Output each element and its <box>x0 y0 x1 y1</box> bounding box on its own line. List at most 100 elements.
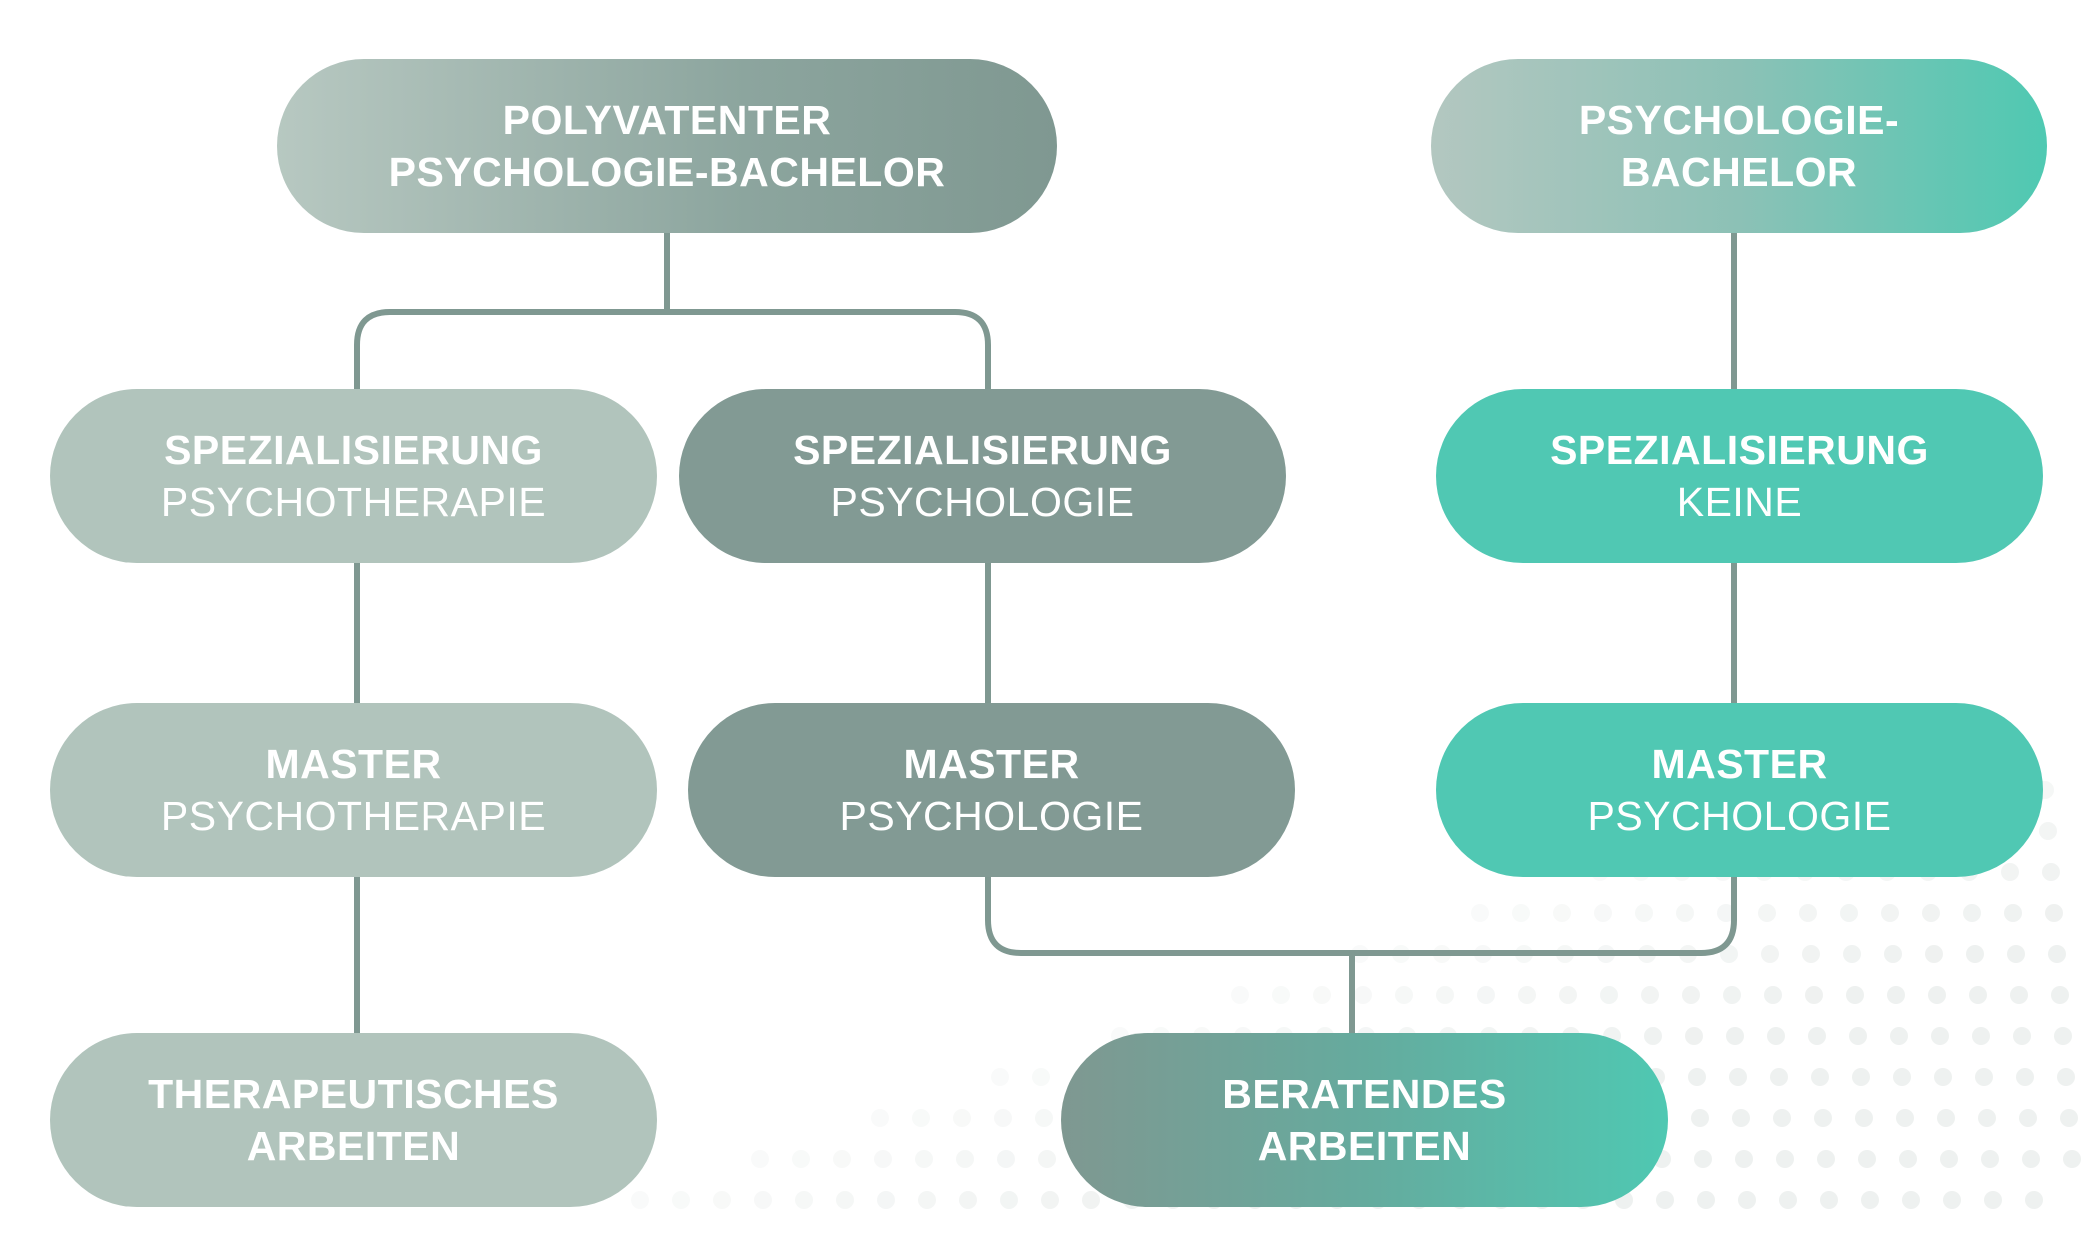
decor-dot <box>1811 1068 1829 1086</box>
decor-dot <box>994 1109 1012 1127</box>
node-line-1: MASTER <box>903 741 1080 787</box>
node-line-2: PSYCHOTHERAPIE <box>160 479 547 525</box>
node-line-2: PSYCHOLOGIE <box>839 793 1144 839</box>
node-line-1: MASTER <box>1651 741 1828 787</box>
node-line-1: MASTER <box>265 741 442 787</box>
decor-dot <box>1600 986 1618 1004</box>
decor-dot <box>1738 1191 1756 1209</box>
decor-dot <box>1779 1191 1797 1209</box>
decor-dot <box>1814 1109 1832 1127</box>
node-spezialisierung-keine: SPEZIALISIERUNG KEINE <box>1436 389 2043 563</box>
decor-dot <box>915 1150 933 1168</box>
decor-dot <box>2001 863 2019 881</box>
decor-dot <box>672 1191 690 1209</box>
decor-dot <box>1685 1027 1703 1045</box>
decor-dot <box>1925 945 1943 963</box>
decor-dot <box>1884 945 1902 963</box>
decor-dot <box>1770 1068 1788 1086</box>
decor-dot <box>1761 945 1779 963</box>
decor-dot <box>1354 986 1372 1004</box>
decor-dot <box>1969 986 1987 1004</box>
decor-dot <box>1861 1191 1879 1209</box>
decor-dot <box>1984 1191 2002 1209</box>
decor-dot <box>959 1191 977 1209</box>
decor-dot <box>1896 1109 1914 1127</box>
decor-dot <box>1820 1191 1838 1209</box>
decor-dot <box>1635 904 1653 922</box>
decor-dot <box>1691 1109 1709 1127</box>
decor-dot <box>1943 1191 1961 1209</box>
decor-dot <box>1855 1109 1873 1127</box>
decor-dot <box>1436 986 1454 1004</box>
decor-dot <box>991 1068 1009 1086</box>
decor-dot <box>2010 986 2028 1004</box>
decor-dot <box>1966 945 1984 963</box>
node-line-2: BACHELOR <box>1620 149 1858 195</box>
decor-dot <box>2054 1027 2072 1045</box>
node-spezialisierung-psychologie: SPEZIALISIERUNG PSYCHOLOGIE <box>679 389 1286 563</box>
decor-dot <box>2022 1150 2040 1168</box>
node-beratendes-arbeiten: BERATENDES ARBEITEN <box>1061 1033 1668 1207</box>
decor-dot <box>2048 945 2066 963</box>
decor-dot <box>1846 986 1864 1004</box>
decor-dot <box>1732 1109 1750 1127</box>
decor-dot <box>1729 1068 1747 1086</box>
decor-dot <box>1688 1068 1706 1086</box>
decor-dot <box>1723 986 1741 1004</box>
node-master-psychologie: MASTER PSYCHOLOGIE <box>688 703 1295 877</box>
decor-dot <box>874 1150 892 1168</box>
decor-dot <box>1858 1150 1876 1168</box>
node-line-2: ARBEITEN <box>246 1123 461 1169</box>
decor-dot <box>2016 1068 2034 1086</box>
decor-dot <box>1694 1150 1712 1168</box>
decor-dot <box>1852 1068 1870 1086</box>
decor-dot <box>1767 1027 1785 1045</box>
decor-dot <box>1559 986 1577 1004</box>
decor-dot <box>1641 986 1659 1004</box>
node-line-2: PSYCHOLOGIE <box>1587 793 1892 839</box>
decor-dot <box>1231 986 1249 1004</box>
connector-merge-to-berat <box>985 874 1737 956</box>
decor-dot <box>1764 986 1782 1004</box>
decor-dot <box>1082 1191 1100 1209</box>
connector-poly-branch <box>354 309 991 392</box>
decor-dot <box>1978 1109 1996 1127</box>
decor-dot <box>1899 1150 1917 1168</box>
decor-dot <box>956 1150 974 1168</box>
decor-dot <box>2025 1191 2043 1209</box>
decor-dot <box>2039 822 2057 840</box>
decor-dot <box>877 1191 895 1209</box>
decor-dot <box>1972 1027 1990 1045</box>
node-line-2: PSYCHOLOGIE-BACHELOR <box>388 149 946 195</box>
decor-dot <box>1518 986 1536 1004</box>
node-line-1: SPEZIALISIERUNG <box>793 427 1172 473</box>
node-line-2: KEINE <box>1676 479 1803 525</box>
node-master-psychologie-teal: MASTER PSYCHOLOGIE <box>1436 703 2043 877</box>
node-psychologie-bachelor: PSYCHOLOGIE- BACHELOR <box>1431 59 2047 233</box>
decor-dot <box>2063 1150 2081 1168</box>
decor-dot <box>1644 1027 1662 1045</box>
decor-dot <box>2007 945 2025 963</box>
decor-dot <box>912 1109 930 1127</box>
node-line-1: PSYCHOLOGIE- <box>1578 97 1900 143</box>
decor-dot <box>871 1109 889 1127</box>
decor-dot <box>1893 1068 1911 1086</box>
decor-dot <box>751 1150 769 1168</box>
decor-dot <box>1735 1150 1753 1168</box>
decor-dot <box>792 1150 810 1168</box>
decor-dot <box>1937 1109 1955 1127</box>
decor-dot <box>1682 986 1700 1004</box>
decor-dot <box>1931 1027 1949 1045</box>
decor-dot <box>1840 904 1858 922</box>
decor-dot <box>1313 986 1331 1004</box>
decor-dot <box>631 1191 649 1209</box>
node-line-1: SPEZIALISIERUNG <box>164 427 543 473</box>
decor-dot <box>1726 1027 1744 1045</box>
decor-dot <box>1981 1150 1999 1168</box>
decor-dot <box>1890 1027 1908 1045</box>
decor-dot <box>1799 904 1817 922</box>
node-therapeutisches-arbeiten: THERAPEUTISCHES ARBEITEN <box>50 1033 657 1207</box>
decor-dot <box>1032 1068 1050 1086</box>
decor-dot <box>1975 1068 1993 1086</box>
decor-dot <box>997 1150 1015 1168</box>
